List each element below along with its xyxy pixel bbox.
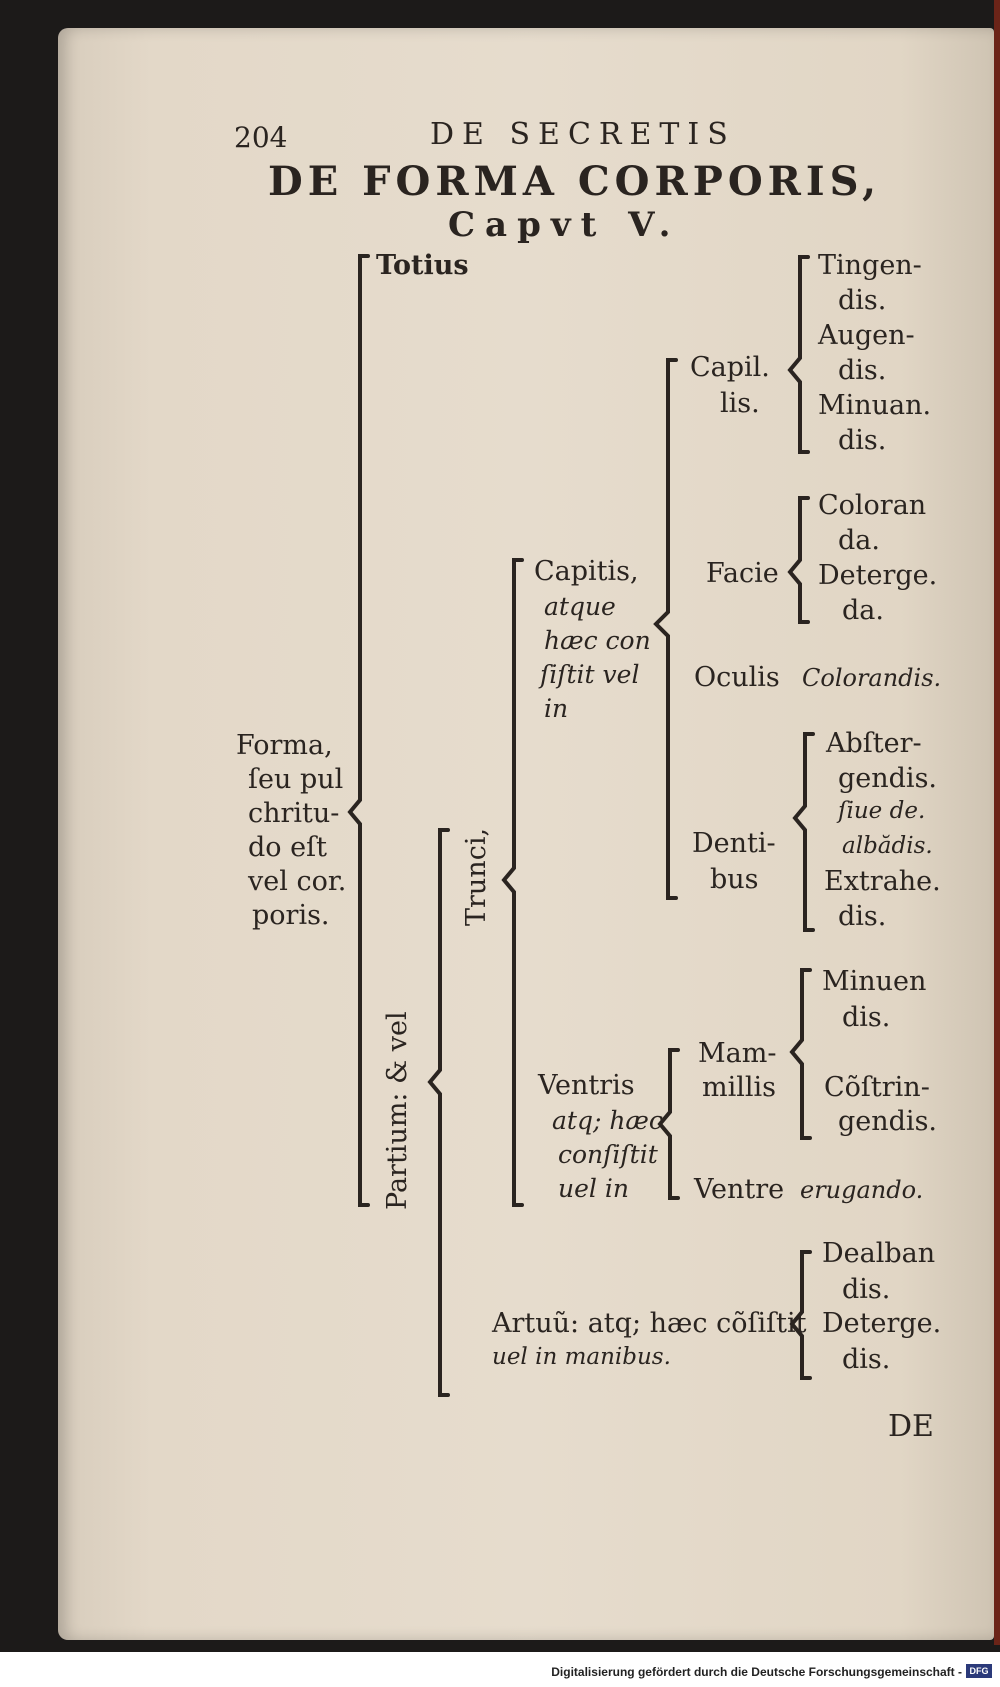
root-line-1: Forma, <box>236 730 333 761</box>
oculis-label: Oculis <box>694 662 780 693</box>
brace-facie <box>787 496 810 624</box>
mammillis-item-2: dis. <box>842 1002 891 1033</box>
artuum-item-2: dis. <box>842 1274 891 1305</box>
artuum-line-2: uel in manibus. <box>492 1344 671 1370</box>
root-line-3: chritu- <box>248 798 340 829</box>
capillis-item-6: dis. <box>838 425 887 456</box>
capillis-item-5: Minuan. <box>818 390 932 421</box>
brace-ventris <box>657 1048 680 1200</box>
dentibus-line-1: Denti- <box>692 828 776 859</box>
ventris-line-1: Ventris <box>538 1070 635 1101</box>
capillis-line-2: lis. <box>720 388 760 419</box>
capillis-line-1: Capil. <box>690 352 770 383</box>
capitis-line-2: atque <box>544 592 616 621</box>
footer-bar <box>0 1652 1000 1687</box>
dentibus-item-1: Abſter- <box>826 728 922 759</box>
brace-partium <box>427 828 450 1397</box>
root-line-4: do eſt <box>248 832 327 863</box>
dentibus-item-5: Extrahe. <box>824 866 941 897</box>
facie-item-4: da. <box>842 595 884 626</box>
facie-item-2: da. <box>838 525 880 556</box>
catchword: DE <box>888 1409 934 1444</box>
artuum-item-3: Deterge. <box>822 1308 942 1339</box>
mammillis-line-2: millis <box>702 1072 776 1103</box>
brace-dentibus <box>792 732 815 932</box>
mammillis-item-3: Cõſtrin- <box>824 1072 930 1103</box>
page-title: DE FORMA CORPORIS, <box>268 158 882 205</box>
dentibus-item-3: ſiue de. <box>838 798 926 824</box>
root-line-5: vel cor. <box>248 866 347 897</box>
ventris-line-3: conſiſtit <box>558 1140 658 1169</box>
ventris-line-4: uel in <box>558 1174 629 1203</box>
brace-capitis <box>653 358 678 900</box>
capillis-item-1: Tingen- <box>818 250 922 281</box>
page-number: 204 <box>234 121 288 154</box>
chapter-heading: Capvt V. <box>448 205 681 245</box>
mammillis-item-1: Minuen <box>822 966 927 997</box>
facie-label: Facie <box>706 558 779 589</box>
totius-label: Totius <box>376 250 469 281</box>
artuum-line-1: Artuũ: atq; hæc cõſiſtit <box>492 1308 807 1339</box>
running-head: DE SECRETIS <box>430 117 736 152</box>
book-page <box>58 28 994 1640</box>
capillis-item-2: dis. <box>838 285 887 316</box>
mammillis-line-1: Mam- <box>698 1038 777 1069</box>
capitis-line-3: hæc con <box>544 626 651 655</box>
partium-label: Partium: & vel <box>382 1011 413 1210</box>
brace-trunci <box>501 558 524 1207</box>
capitis-line-4: ſiſtit vel <box>540 660 640 689</box>
root-line-2: ſeu pul <box>248 764 344 795</box>
mammillis-item-4: gendis. <box>838 1106 938 1137</box>
dentibus-line-2: bus <box>710 864 759 895</box>
brace-capillis <box>787 255 810 454</box>
artuum-item-4: dis. <box>842 1344 891 1375</box>
ventre-item: erugando. <box>800 1176 924 1204</box>
brace-artuum <box>789 1250 812 1380</box>
facie-item-1: Coloran <box>818 490 927 521</box>
brace-mammillis <box>789 968 812 1140</box>
dentibus-item-4: albădis. <box>842 833 933 859</box>
capitis-line-5: in <box>544 694 569 723</box>
oculis-item: Colorandis. <box>802 664 942 692</box>
brace-forma <box>347 254 370 1207</box>
book-edge <box>994 0 1000 1645</box>
root-line-6: poris. <box>252 900 330 931</box>
facie-item-3: Deterge. <box>818 560 938 591</box>
capillis-item-3: Augen- <box>818 320 915 351</box>
artuum-item-1: Dealban <box>822 1238 936 1269</box>
dfg-logo: DFG <box>966 1664 992 1678</box>
trunci-label: Trunci, <box>461 827 492 926</box>
ventris-line-2: atq; hæc <box>552 1106 663 1135</box>
ventre-label: Ventre <box>694 1174 785 1205</box>
dentibus-item-2: gendis. <box>838 763 938 794</box>
capillis-item-4: dis. <box>838 355 887 386</box>
footer-credit: Digitalisierung gefördert durch die Deut… <box>551 1665 962 1679</box>
capitis-line-1: Capitis, <box>534 556 639 587</box>
dentibus-item-6: dis. <box>838 901 887 932</box>
